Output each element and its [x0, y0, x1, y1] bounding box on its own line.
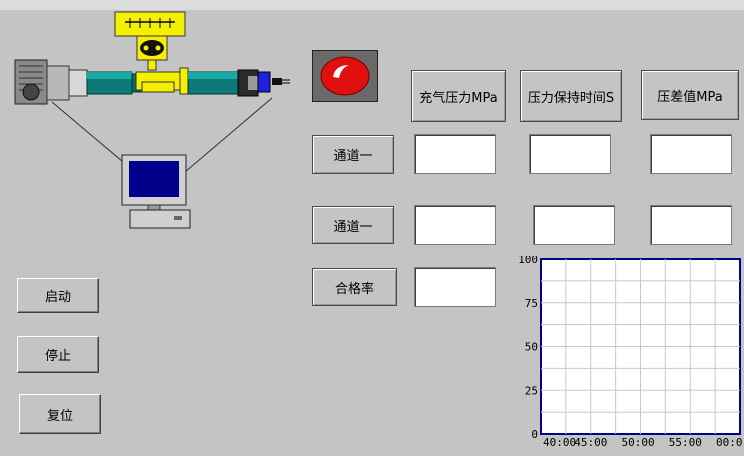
- pressure-gauge-icon: [114, 11, 186, 71]
- row-label-channel-2-text: 通道一: [333, 219, 373, 235]
- status-indicator: [312, 50, 378, 102]
- chart-x-tick-label: 00:00: [716, 436, 742, 449]
- motor-icon: [14, 59, 88, 105]
- chart-x-tick-label: 50:00: [622, 436, 655, 449]
- pass-rate-field[interactable]: [414, 267, 496, 307]
- reset-button[interactable]: 复位: [19, 394, 101, 434]
- row-label-channel-1: 通道一: [312, 135, 394, 174]
- chart-grid: [541, 259, 740, 434]
- chart-y-tick-label: 25: [525, 384, 538, 397]
- header-charge-pressure-label: 充气压力MPa: [419, 90, 498, 106]
- ch1-hold-time-field[interactable]: [529, 134, 611, 174]
- header-hold-time-label: 压力保持时间S: [527, 90, 615, 106]
- light-lens: [320, 56, 370, 96]
- ch1-pressure-diff-field[interactable]: [650, 134, 732, 174]
- wire-right: [177, 97, 273, 179]
- chart-y-tick-label: 100: [518, 256, 538, 266]
- row-label-channel-1-text: 通道一: [333, 149, 373, 164]
- tee-pipe-icon: [135, 67, 189, 95]
- start-button-label: 启动: [44, 290, 71, 305]
- chart-y-tick-label: 0: [531, 428, 538, 441]
- row-label-channel-2: 通道一: [312, 206, 394, 244]
- chart-x-tick-label: 45:00: [574, 436, 607, 449]
- right-cylinder-icon: [187, 69, 290, 97]
- ch2-charge-pressure-field[interactable]: [414, 205, 496, 245]
- top-strip: [0, 0, 744, 10]
- header-pressure-diff: 压差值MPa: [641, 70, 739, 120]
- stop-button[interactable]: 停止: [17, 336, 99, 373]
- header-hold-time: 压力保持时间S: [520, 70, 622, 122]
- row-label-pass-rate-text: 合格率: [334, 281, 374, 297]
- chart-y-tick-label: 50: [525, 341, 538, 354]
- start-button[interactable]: 启动: [17, 278, 99, 313]
- ch1-charge-pressure-field[interactable]: [414, 134, 496, 174]
- chart-x-tick-label: 55:00: [669, 436, 702, 449]
- ch2-hold-time-field[interactable]: [533, 205, 615, 245]
- computer-monitor-icon: [121, 154, 191, 229]
- reset-button-label: 复位: [46, 408, 73, 424]
- header-pressure-diff-label: 压差值MPa: [657, 89, 723, 105]
- stop-button-label: 停止: [44, 349, 71, 364]
- chart-y-ticks: 100 75 50 25 0: [518, 253, 538, 441]
- chart-x-tick-label: 40:00: [543, 436, 576, 449]
- row-label-pass-rate: 合格率: [312, 268, 397, 306]
- header-charge-pressure: 充气压力MPa: [411, 70, 506, 122]
- equipment-schematic: [14, 11, 290, 229]
- chart-y-tick-label: 75: [525, 297, 538, 310]
- red-light-icon: [320, 56, 370, 96]
- left-cylinder-icon: [86, 71, 145, 95]
- ch2-pressure-diff-field[interactable]: [650, 205, 732, 245]
